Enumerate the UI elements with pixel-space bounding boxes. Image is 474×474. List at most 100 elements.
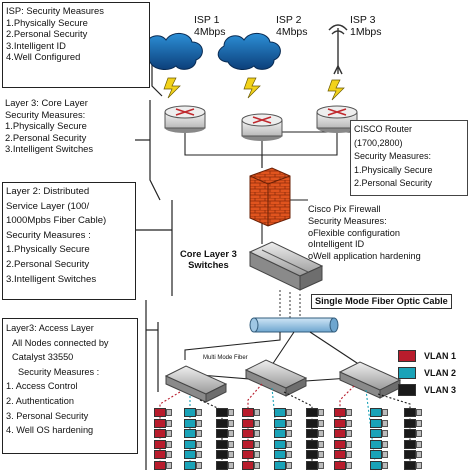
client-node-screen: [318, 451, 324, 458]
client-node-screen: [416, 440, 422, 448]
core-switch-label-line: Core Layer 3: [180, 248, 237, 259]
client-node-icon: [216, 439, 228, 449]
core-switch-label-line: Switches: [188, 259, 229, 270]
bracket-lines: [135, 40, 173, 470]
client-node-screen: [416, 461, 422, 469]
client-node-icon: [370, 418, 382, 428]
client-node-icon: [334, 439, 346, 449]
access-box-line: All Nodes connected by: [12, 337, 109, 348]
client-node-icon: [154, 418, 166, 428]
client-node-icon: [334, 460, 346, 470]
router-note-line: CISCO Router: [354, 124, 413, 134]
client-node-icon: [242, 439, 254, 449]
client-node-icon: [306, 450, 318, 459]
client-node-screen: [318, 440, 324, 448]
access-switch-2-icon: [244, 359, 308, 397]
client-node-screen: [286, 461, 292, 469]
vlan1-swatch: [398, 350, 416, 362]
client-node-icon: [184, 408, 196, 417]
client-node-screen: [286, 440, 292, 448]
client-node-icon: [404, 450, 416, 459]
client-node-screen: [228, 419, 234, 427]
client-node-icon: [216, 408, 228, 417]
client-node-icon: [370, 408, 382, 417]
client-node-screen: [228, 451, 234, 458]
client-node-screen: [254, 430, 260, 437]
vlan1-label: VLAN 1: [424, 351, 457, 361]
client-node-icon: [274, 450, 286, 459]
client-node-icon: [216, 450, 228, 459]
isp3-name: ISP 3: [350, 14, 376, 26]
client-node-screen: [286, 451, 292, 458]
core-layer-box: Layer 3: Core Layer Security Measures: 1…: [2, 95, 134, 177]
client-node-icon: [306, 429, 318, 438]
client-node-screen: [254, 409, 260, 416]
client-node-screen: [382, 419, 388, 427]
client-node-icon: [404, 418, 416, 428]
firewall-note-line: Security Measures:: [308, 215, 387, 226]
client-node-icon: [306, 408, 318, 417]
client-node-screen: [166, 461, 172, 469]
fiber-cable-label: Single Mode Fiber Optic Cable: [311, 294, 452, 309]
isp3-antenna-icon: [328, 24, 348, 75]
dist-box-line: 3.Intelligent Switches: [6, 273, 97, 285]
core-box-line: 1.Physically Secure: [5, 120, 87, 132]
client-node-icon: [370, 450, 382, 459]
access-box-line: 3. Personal Security: [6, 410, 89, 421]
client-node-screen: [166, 409, 172, 416]
client-node-icon: [154, 439, 166, 449]
client-node-icon: [242, 460, 254, 470]
client-node-icon: [242, 450, 254, 459]
isp-box-line: 1.Physically Secure: [6, 16, 88, 28]
client-node-screen: [254, 461, 260, 469]
router-note-line: 1.Physically Secure: [354, 164, 433, 175]
client-node-icon: [404, 429, 416, 438]
isp2-label: ISP 2 4Mbps: [276, 14, 308, 38]
client-node-screen: [228, 409, 234, 416]
isp-box-line: 2.Personal Security: [6, 28, 88, 40]
lightning-icons: [163, 77, 345, 101]
access-box-line: 1. Access Control: [6, 381, 78, 392]
client-node-screen: [382, 461, 388, 469]
client-node-screen: [228, 430, 234, 437]
client-node-screen: [346, 430, 352, 437]
vlan3-swatch: [398, 384, 416, 396]
access-box-line: Layer3: Access Layer: [6, 323, 94, 333]
client-node-icon: [274, 460, 286, 470]
client-node-icon: [154, 460, 166, 470]
dist-box-line: Service Layer (100/: [6, 200, 90, 212]
router-1-icon: [164, 105, 206, 133]
client-node-screen: [166, 419, 172, 427]
client-node-icon: [242, 418, 254, 428]
firewall-note-line: oWell application hardening: [308, 251, 421, 262]
isp2-cloud-icon: [217, 33, 281, 70]
vlan-legend-row: VLAN 1: [398, 350, 456, 362]
client-node-screen: [196, 440, 202, 448]
client-node-screen: [254, 419, 260, 427]
access-switch-3-icon: [338, 361, 402, 399]
client-node-screen: [318, 409, 324, 416]
client-node-screen: [196, 430, 202, 437]
fiber-optic-cable-icon: [249, 317, 339, 333]
client-node-icon: [404, 460, 416, 470]
isp1-name: ISP 1: [194, 14, 220, 26]
dist-box-line: 1000Mpbs Fiber Cable): [6, 215, 107, 227]
client-node-icon: [334, 418, 346, 428]
client-node-icon: [154, 450, 166, 459]
client-node-icon: [274, 408, 286, 417]
dist-box-line: Security Measures :: [6, 229, 91, 241]
access-box-line: 2. Authentication: [6, 395, 74, 406]
client-node-screen: [318, 461, 324, 469]
client-node-screen: [416, 419, 422, 427]
client-node-screen: [286, 409, 292, 416]
client-node-screen: [382, 440, 388, 448]
isp-box-line: 4.Well Configured: [6, 51, 81, 63]
core-switch-label: Core Layer 3 Switches: [180, 248, 237, 270]
router-note-box: CISCO Router (1700,2800) Security Measur…: [350, 120, 468, 196]
client-node-icon: [242, 429, 254, 438]
isp-security-box: ISP: Security Measures 1.Physically Secu…: [2, 2, 150, 88]
client-node-screen: [318, 419, 324, 427]
access-box-line: 4. Well OS hardening: [6, 425, 94, 436]
client-node-screen: [228, 461, 234, 469]
client-node-icon: [334, 429, 346, 438]
